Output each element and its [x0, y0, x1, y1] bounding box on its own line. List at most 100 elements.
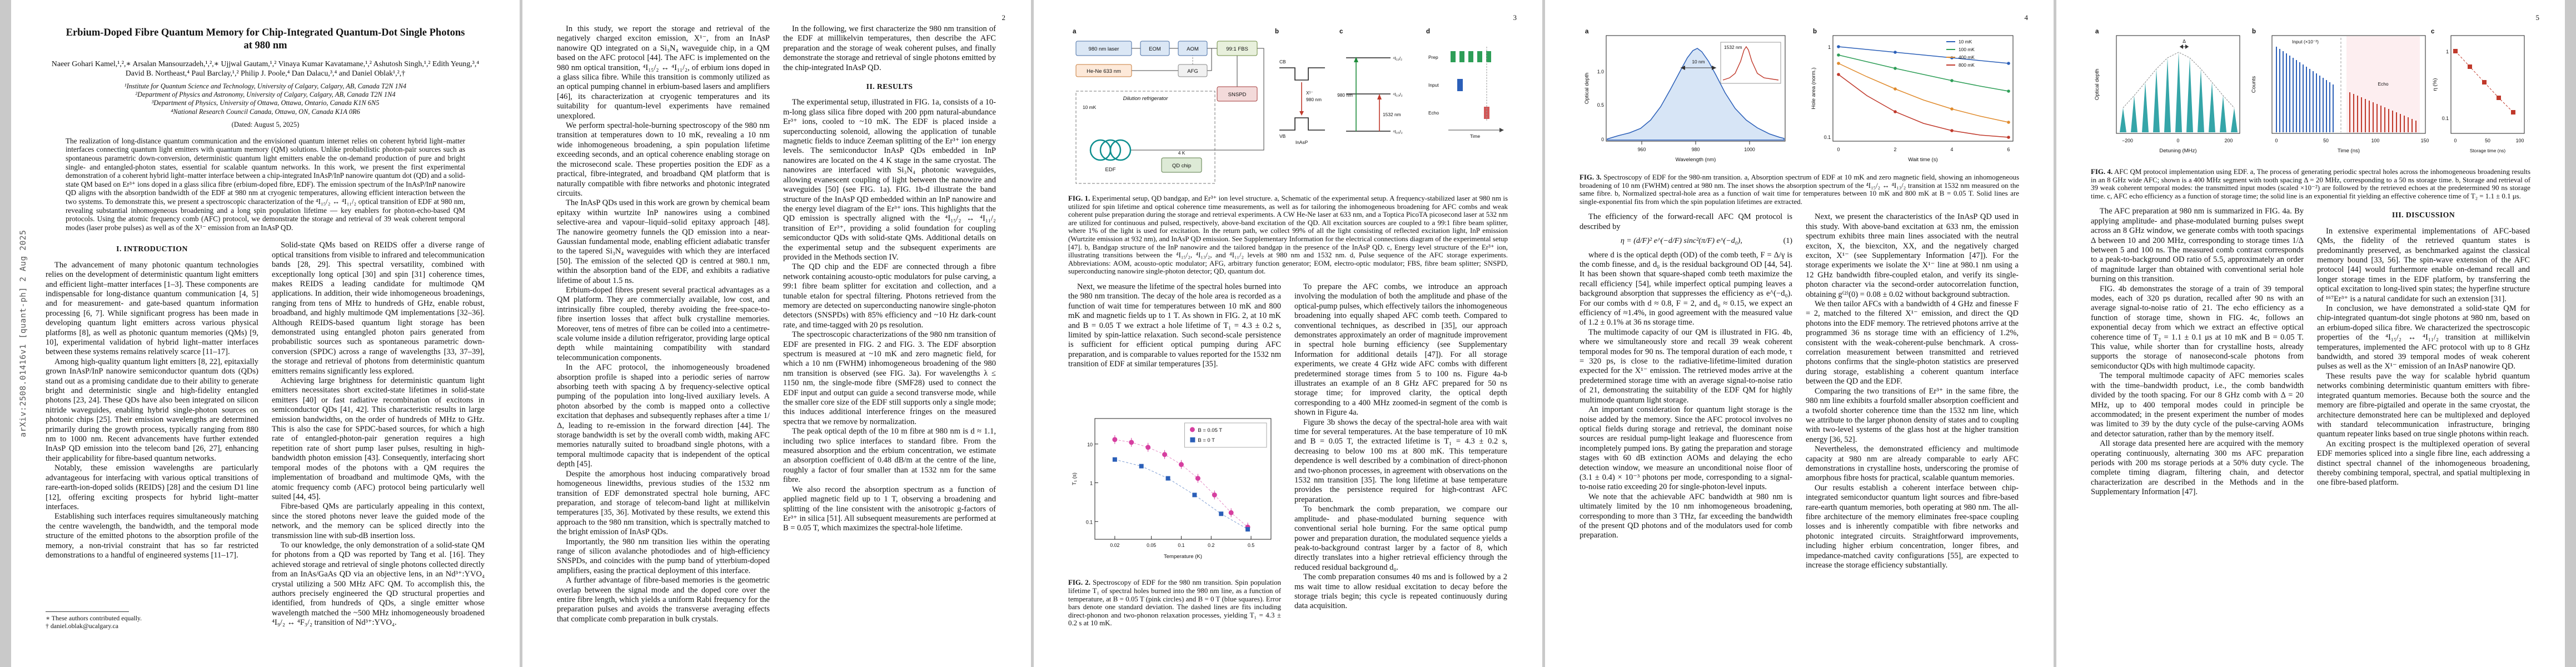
time-axis-label: Time	[1470, 133, 1481, 139]
affiliations: ¹Institute for Quantum Science and Techn…	[46, 82, 485, 116]
y-axis-label: Optical depth	[1584, 73, 1590, 104]
body-paragraphs: where d is the optical depth (OD) of the…	[1580, 251, 1792, 541]
erbium-level-diagram: c ⁴I₁₁/₂ ⁴I₁₃/₂ ⁴I₁₅/₂ 980 nm 1532 nm	[1337, 28, 1403, 135]
qd-band-diagram: b CB VB InAsP X¹⁻ 980 nm	[1275, 28, 1325, 145]
transition-label-1532: 1532 nm	[1383, 112, 1401, 117]
paragraph: We note that the achievable AFC bandwidt…	[1580, 492, 1792, 540]
paragraph: In this study, we report the storage and…	[557, 24, 770, 121]
fwhm-annotation: 10 nm	[1692, 59, 1705, 64]
paragraph: The peak optical depth of the 10 m fibre…	[783, 427, 996, 485]
tick-label: −200	[2122, 138, 2133, 143]
tick-label: 10	[1087, 442, 1093, 447]
paragraph: A further advantage of fibre-based memor…	[557, 576, 770, 624]
absorption-spectrum-panel: a 10 nm 1532 nm 960 980 1000 Wavelength …	[1584, 28, 1786, 163]
affiliation-line: ¹Institute for Quantum Science and Techn…	[124, 82, 407, 90]
box-label-hene: He-Ne 633 nm	[1087, 68, 1121, 74]
figure-caption-text: Experimental setup, QD bandgap, and Er³⁺…	[1068, 195, 1508, 276]
figure-label: FIG. 2.	[1068, 579, 1090, 587]
series-B005T-points	[1112, 437, 1250, 530]
footnote-rule	[46, 611, 129, 613]
transition-label-980: 980 nm	[1337, 92, 1353, 98]
tick-label: 1.0	[1597, 69, 1604, 74]
figure-1-graphic: a 980 nm laser EOM AOM 99:1 FBS	[1073, 28, 1504, 184]
figure-2: 10 1 0.1 0.02 0.05 0.1 0.2 0.5 Temperatu…	[1068, 411, 1281, 628]
paragraph: Comparing the two transitions of Er³⁺ in…	[1806, 386, 2019, 444]
equation-1: η = (d/F)² e^(−d/F) sinc²(π/F) e^(−d₀), …	[1580, 236, 1792, 246]
tick-label: 0.5	[1248, 542, 1254, 548]
y-axis-label: Counts	[2251, 76, 2257, 93]
y-axis-label: Optical depth	[2094, 69, 2100, 101]
tick-label: 0.1	[1178, 542, 1184, 548]
row-label-input: Input	[1428, 82, 1439, 88]
tick-label: 1	[2446, 49, 2449, 54]
panel-letter: c	[1339, 28, 1343, 35]
footnote-email[interactable]: † daniel.oblak@ucalgary.ca	[46, 622, 118, 630]
cryostat-label: Dilution refrigerator	[1123, 96, 1169, 102]
paragraph: To our knowledge, the only demonstration…	[272, 540, 485, 628]
paragraph: In extensive experimental implementation…	[2317, 226, 2530, 303]
box-label-eom: EOM	[1149, 46, 1161, 52]
paragraph: Our results establish a coherent interfa…	[1806, 483, 2019, 570]
setup-schematic: a 980 nm laser EOM AOM 99:1 FBS	[1073, 28, 1264, 184]
figure-4: a Δ −200 0 200 Detuning (MHz) Optical de…	[2091, 24, 2530, 200]
tick-label: 0	[1837, 147, 1840, 152]
tick-label: 0.1	[2442, 116, 2449, 121]
body-paragraphs: In the following, we first characterize …	[783, 24, 996, 73]
page-4: 4 a 10 nm 1532 nm 960 980	[1545, 0, 2054, 667]
abstract: The realization of long-distance quantum…	[66, 136, 465, 232]
page-3: 3 a 980 nm laser EOM	[1034, 0, 1542, 667]
figure-4-graphic: a Δ −200 0 200 Detuning (MHz) Optical de…	[2094, 28, 2525, 154]
paragraph: An important consideration for quantum l…	[1580, 405, 1792, 492]
panel-letter: c	[2431, 28, 2435, 35]
tick-label: 0	[2177, 138, 2180, 143]
level-label: ⁴I₁₁/₂	[1393, 56, 1402, 61]
paragraph: Figure 3b shows the decay of the spectra…	[1294, 417, 1507, 504]
paragraph: In the AFC protocol, the inhomogeneously…	[557, 363, 770, 469]
figure-2-graphic: 10 1 0.1 0.02 0.05 0.1 0.2 0.5 Temperatu…	[1072, 418, 1272, 560]
page-1: arXiv:2508.01416v1 [quant-ph] 2 Aug 2025…	[11, 0, 520, 667]
tick-label: 980	[1692, 147, 1700, 152]
body-paragraphs: The AFC preparation at 980 nm is summari…	[2091, 207, 2304, 497]
paragraph: Despite the amorphous host inducing comp…	[557, 469, 770, 537]
column: III. DISCUSSION In extensive experimenta…	[2317, 207, 2530, 637]
affiliation-line: ⁴National Research Council Canada, Ottaw…	[171, 107, 360, 116]
box-label-aom: AOM	[1187, 46, 1199, 52]
paragraph: FIG. 4b demonstrates the storage of a tr…	[2091, 284, 2304, 371]
storage-trace-panel: b Input (×10⁻²) Echo 0 50 100 150	[2251, 28, 2429, 154]
level-label: ⁴I₁₃/₂	[1393, 92, 1403, 97]
legend-entry: 400 mK	[1959, 54, 1975, 60]
paragraph: Erbium-doped fibres present several prac…	[557, 285, 770, 362]
tick-label: 1	[1090, 481, 1093, 486]
y-axis-label: η (%)	[2432, 78, 2438, 91]
body-paragraphs: In this study, we report the storage and…	[557, 24, 770, 624]
panel-letter: a	[1585, 28, 1589, 35]
paragraph: To benchmark the comb preparation, we co…	[1294, 505, 1507, 572]
box-label-laser: 980 nm laser	[1089, 46, 1119, 52]
figure-3-caption: FIG. 3. Spectroscopy of EDF for the 980-…	[1580, 173, 2019, 206]
paragraph: We also record the absorption spectrum a…	[783, 485, 996, 533]
echo-annotation: Echo	[2378, 81, 2388, 87]
paragraph: Solid-state QMs based on REIDS offer a d…	[272, 241, 485, 376]
input-annotation: Input (×10⁻²)	[2292, 39, 2319, 44]
box-label-fbs: 99:1 FBS	[1226, 46, 1248, 52]
figure-2-caption: FIG. 2. Spectroscopy of EDF for the 980 …	[1068, 579, 1281, 628]
equation-body: η = (d/F)² e^(−d/F) sinc²(π/F) e^(−d₀),	[1620, 237, 1742, 246]
tick-label: 200	[2225, 138, 2233, 143]
paragraph: These results pave the way for scalable …	[2317, 371, 2530, 439]
paragraph: The QD chip and the EDF are connected th…	[783, 262, 996, 330]
column: In the following, we first characterize …	[783, 24, 996, 645]
wavelength-label: 980 nm	[1306, 97, 1322, 102]
tick-label: 0	[2275, 138, 2278, 143]
panel-letter: a	[1073, 28, 1077, 35]
tick-label: 50	[2323, 138, 2329, 143]
body-paragraphs: Next, we present the characteristics of …	[1806, 212, 2019, 570]
row-label-prep: Prep	[1428, 54, 1438, 60]
paragraph: Establishing such interfaces requires si…	[46, 512, 258, 560]
tick-label: 0	[1601, 137, 1604, 142]
equation-number: (1)	[1783, 237, 1792, 246]
tooth-spacing-annotation: Δ	[2183, 38, 2186, 44]
body-paragraphs: The experimental setup, illustrated in F…	[783, 98, 996, 533]
tick-label: 0.5	[1597, 102, 1604, 108]
